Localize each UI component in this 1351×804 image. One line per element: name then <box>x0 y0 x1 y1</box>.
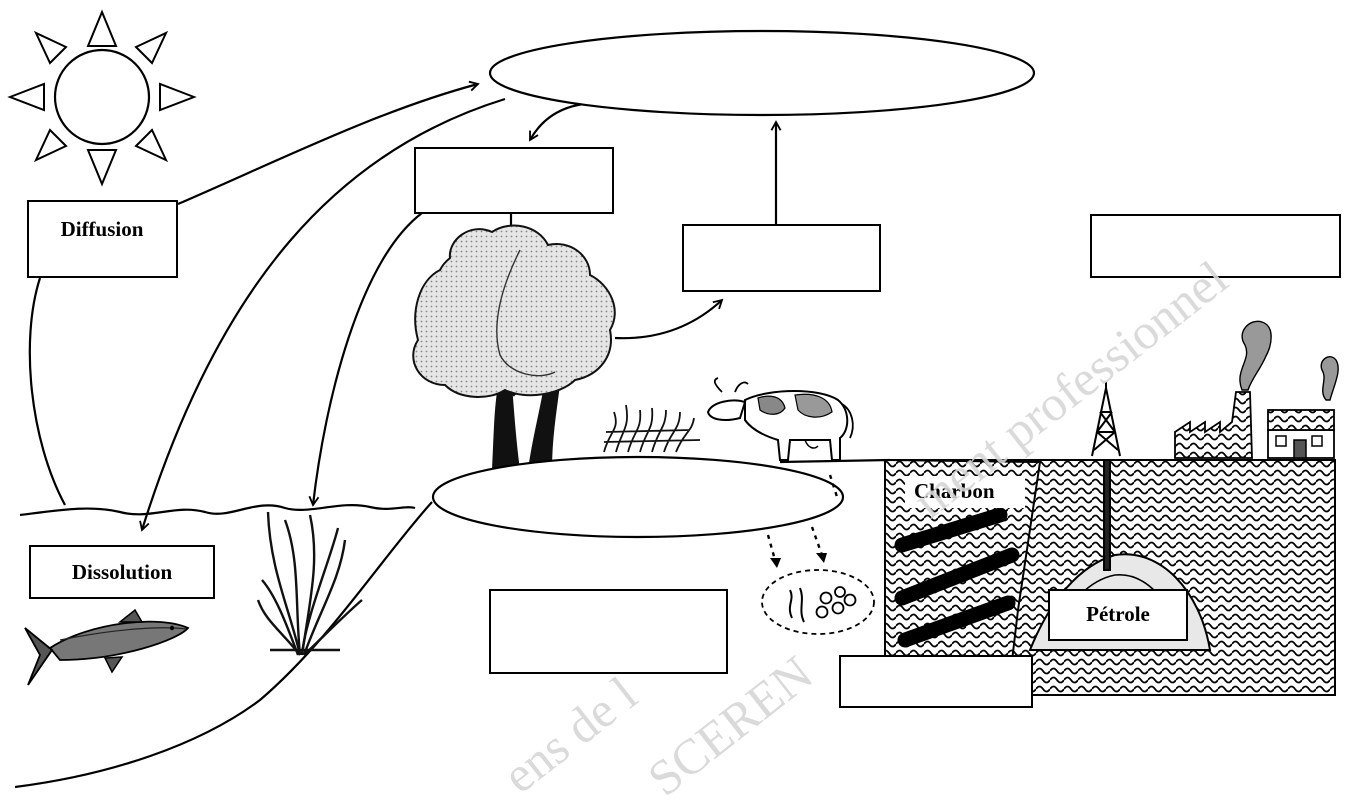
petrole-box <box>1048 589 1188 641</box>
petrole-label: Pétrole <box>1086 602 1150 626</box>
arrow-diffusion-to-atmosphere <box>177 84 478 206</box>
sun-icon <box>7 9 197 187</box>
tree-icon <box>412 224 616 470</box>
dissolution-label: Dissolution <box>72 560 173 584</box>
shoreline-curve <box>14 501 433 789</box>
charbon-label: Charbon <box>914 479 995 503</box>
soil-ellipse <box>431 455 845 539</box>
blank-box-top-left[interactable] <box>414 147 614 214</box>
decomposition-arrows <box>766 474 840 561</box>
seaweed-icon <box>256 511 363 656</box>
blank-box-right[interactable] <box>1090 214 1341 278</box>
watermark-line-1: ens de l <box>492 666 647 799</box>
decomposition-arrowheads <box>770 553 827 568</box>
charbon-label-bg <box>905 476 1025 508</box>
dissolution-box <box>29 545 215 599</box>
factory-icon <box>1174 320 1339 459</box>
cow-icon <box>706 377 854 461</box>
arrow-box-to-seaweed <box>313 212 423 505</box>
house-icon <box>1267 409 1335 459</box>
oil-derrick-icon <box>1091 382 1121 571</box>
fish-icon <box>24 608 190 686</box>
arrow-atmosphere-to-box <box>529 101 616 140</box>
ocean-surface-line <box>19 503 416 517</box>
coal-seam <box>894 507 1008 553</box>
arrow-tree-to-box <box>614 300 722 340</box>
blank-box-bottom-right[interactable] <box>839 655 1033 708</box>
diffusion-box <box>27 200 178 278</box>
coal-seam <box>894 547 1020 606</box>
blank-box-middle[interactable] <box>682 224 881 292</box>
arrow-atmosphere-to-dissolution <box>142 97 506 530</box>
grass-icon <box>603 404 701 453</box>
arrow-ocean-to-diffusion <box>28 277 66 506</box>
microorganisms-icon <box>761 569 875 635</box>
blank-box-soil[interactable] <box>489 589 728 674</box>
coal-seam <box>897 595 1016 648</box>
diffusion-label: Diffusion <box>61 217 144 241</box>
atmosphere-ellipse <box>488 29 1036 117</box>
